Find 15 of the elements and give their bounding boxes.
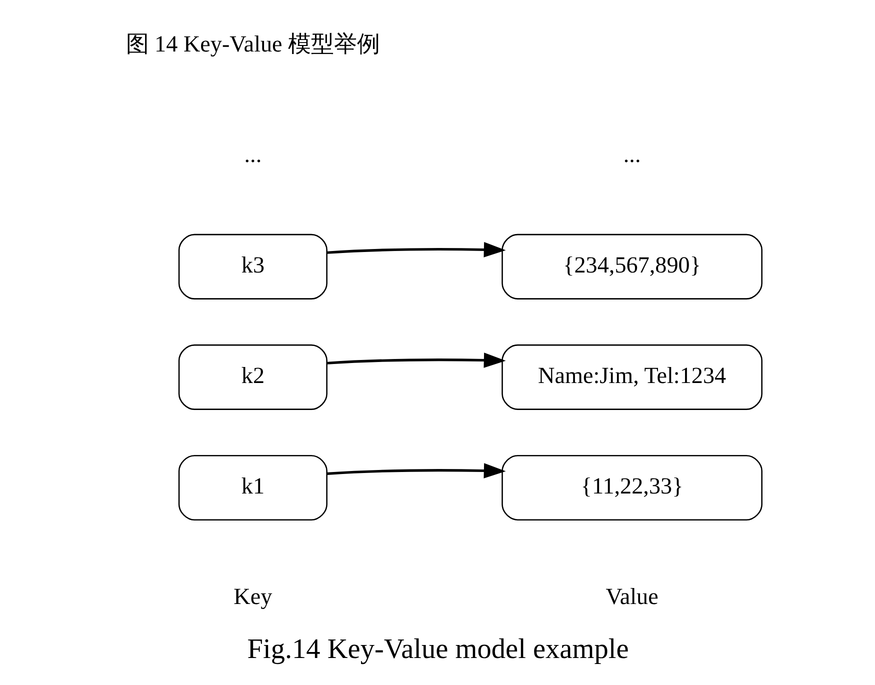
node-box: Name:Jim, Tel:1234 — [501, 344, 762, 410]
label: ... — [244, 142, 262, 168]
arrow — [326, 352, 506, 368]
label: 图 14 Key-Value 模型举例 — [125, 31, 380, 58]
label: Key — [233, 584, 272, 610]
label: ... — [622, 142, 640, 168]
node-box: k3 — [178, 234, 327, 300]
arrow — [326, 242, 506, 258]
label: Value — [605, 584, 658, 610]
node-box: k1 — [178, 454, 327, 520]
node-box: k2 — [178, 344, 327, 410]
node-box: {11,22,33} — [501, 454, 762, 520]
caption: Fig.14 Key-Value model example — [246, 634, 628, 666]
node-box: {234,567,890} — [501, 234, 762, 300]
arrow — [326, 463, 506, 478]
